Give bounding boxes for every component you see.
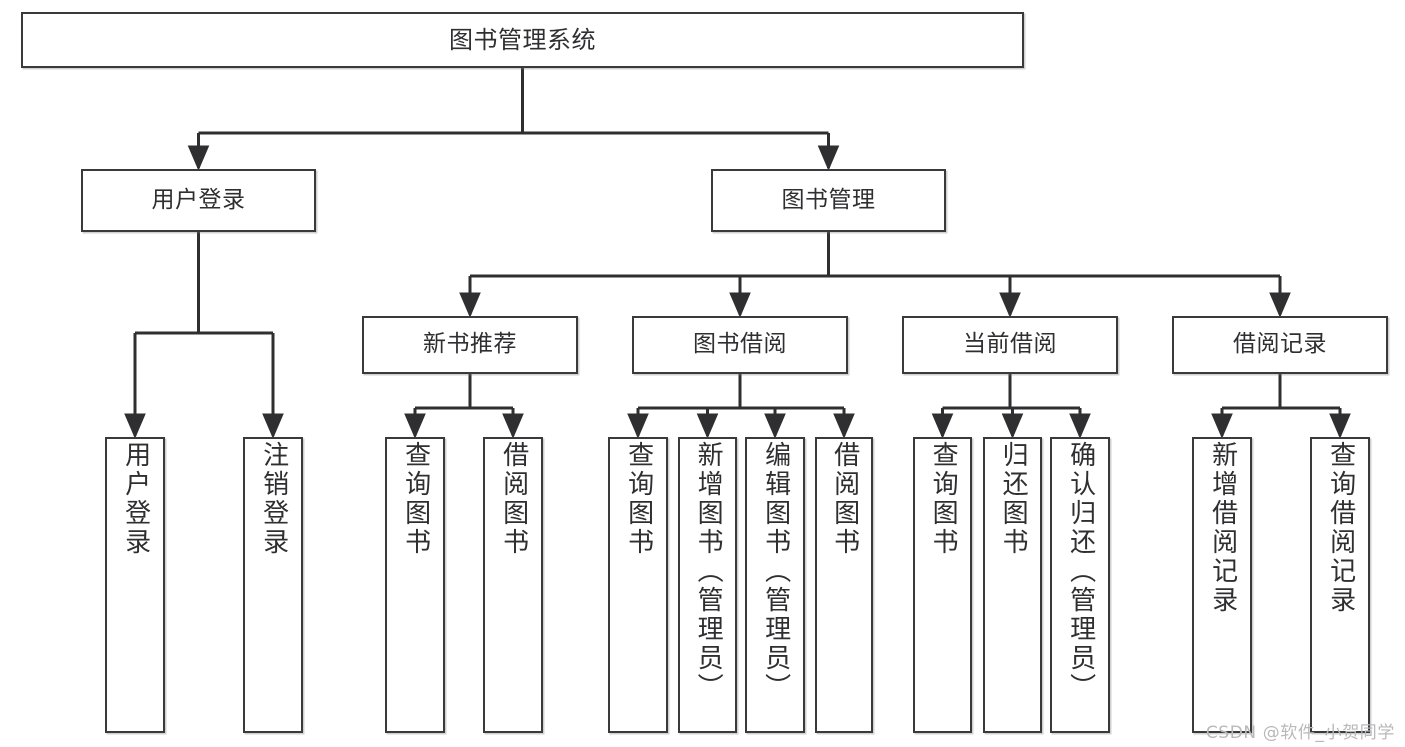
node-label: 借阅图书 [498,441,529,557]
node-leaf-login-1[interactable]: 用户登录 [105,437,165,733]
node-leaf-cur-3[interactable]: 确认归还（管理员） [1050,437,1110,733]
node-label: 归还图书 [998,441,1029,557]
node-leaf-borrow-1[interactable]: 查询图书 [608,437,668,733]
node-leaf-rec-2[interactable]: 查询借阅记录 [1310,437,1370,733]
node-leaf-borrow-2[interactable]: 新增图书（管理员） [678,437,737,733]
node-label: 借阅图书 [829,441,860,557]
node-root[interactable]: 图书管理系统 [21,12,1024,68]
watermark-text: CSDN @软件_小贺同学 [1205,723,1395,743]
node-label: 图书借阅 [693,331,787,358]
node-label: 用户登录 [151,186,246,213]
node-leaf-rec-1[interactable]: 新增借阅记录 [1192,437,1252,733]
node-leaf-login-2[interactable]: 注销登录 [243,437,303,733]
edges [124,68,1351,439]
node-newbook[interactable]: 新书推荐 [362,316,578,374]
node-borrow[interactable]: 图书借阅 [632,316,848,374]
node-current[interactable]: 当前借阅 [902,316,1118,374]
node-label: 借阅记录 [1233,331,1327,358]
node-label: 查询图书 [928,441,959,557]
node-leaf-cur-1[interactable]: 查询图书 [913,437,972,733]
node-label: 新增借阅记录 [1207,441,1238,615]
node-leaf-new-2[interactable]: 借阅图书 [483,437,543,733]
node-label: 确认归还（管理员） [1065,441,1096,702]
node-records[interactable]: 借阅记录 [1172,316,1388,374]
node-label: 编辑图书（管理员） [760,441,791,702]
node-label: 查询图书 [400,441,431,557]
node-label: 图书管理 [781,186,876,213]
node-leaf-borrow-3[interactable]: 编辑图书（管理员） [745,437,805,733]
node-label: 当前借阅 [963,331,1057,358]
node-label: 查询图书 [623,441,654,557]
node-label: 新增图书（管理员） [693,441,724,702]
node-leaf-cur-2[interactable]: 归还图书 [983,437,1042,733]
node-label: 查询借阅记录 [1325,441,1356,615]
node-login[interactable]: 用户登录 [81,169,316,232]
node-leaf-new-1[interactable]: 查询图书 [385,437,445,733]
node-bookmgmt[interactable]: 图书管理 [711,169,946,232]
node-label: 新书推荐 [423,331,517,358]
node-leaf-borrow-4[interactable]: 借阅图书 [815,437,873,733]
node-label: 图书管理系统 [449,25,596,54]
node-label: 注销登录 [258,441,289,557]
node-label: 用户登录 [120,441,151,557]
